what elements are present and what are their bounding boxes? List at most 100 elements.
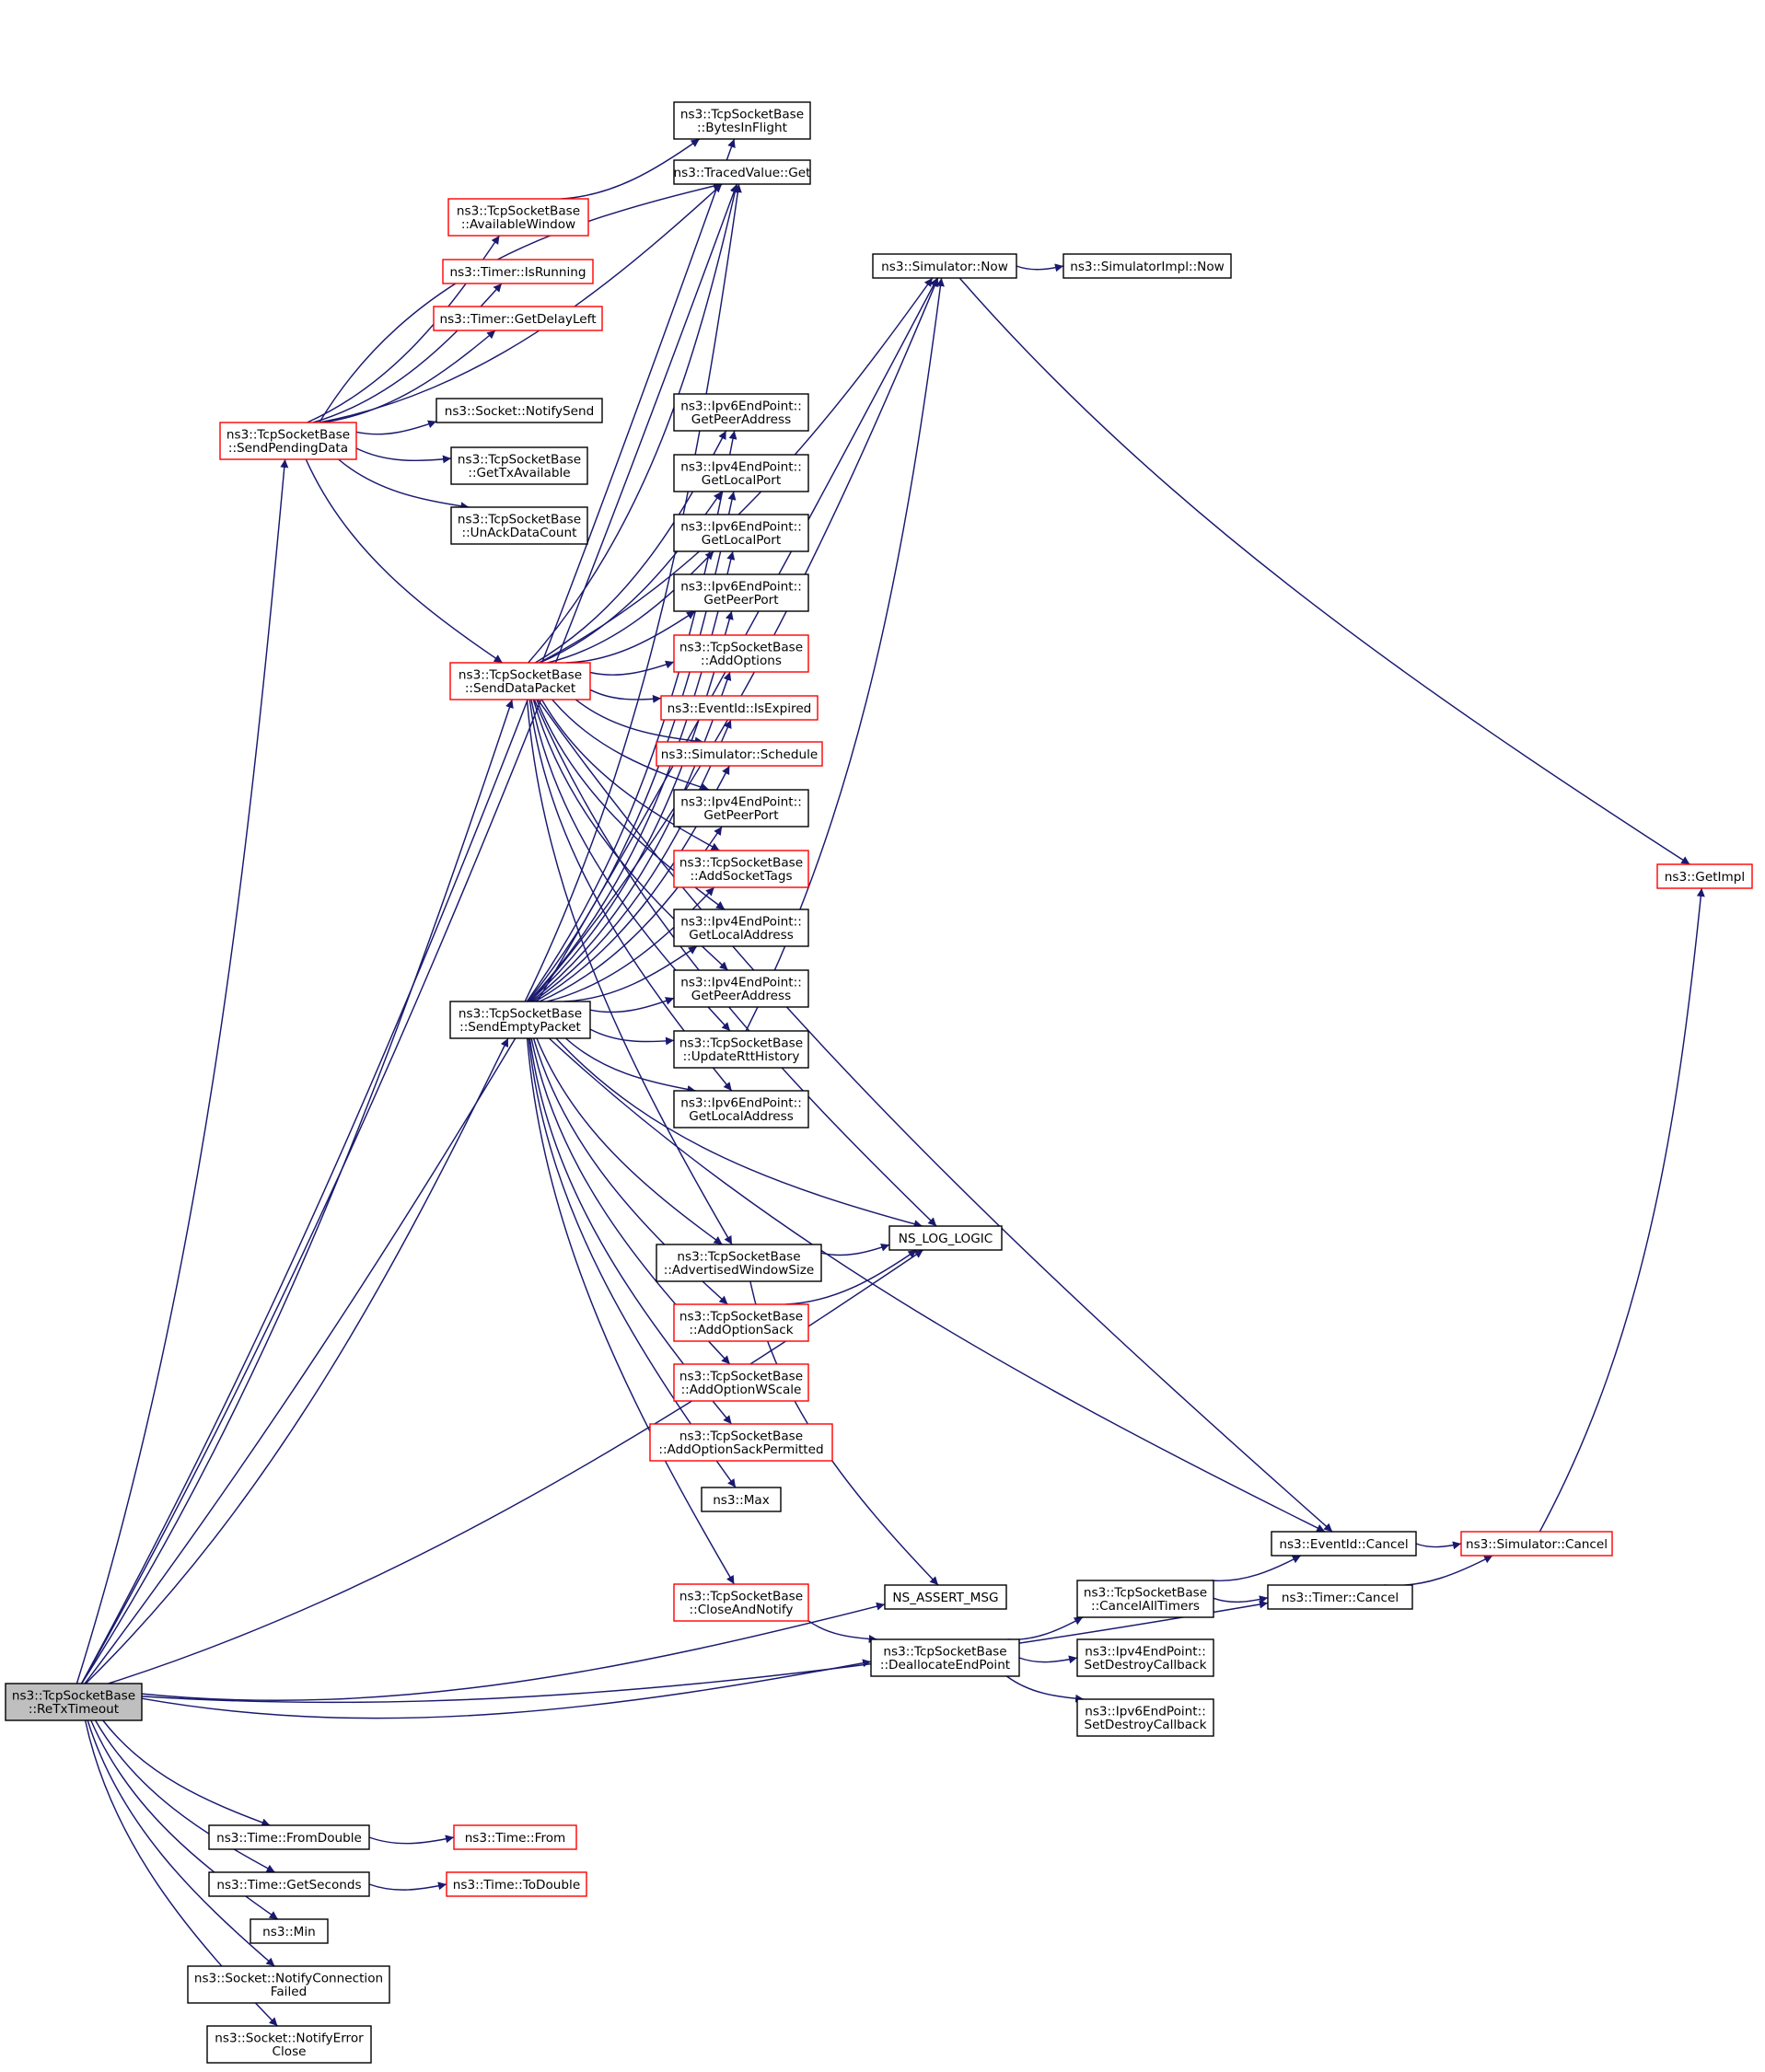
edge-retx-to-fromdouble: [102, 1719, 271, 1827]
node-label: ::CloseAndNotify: [690, 1603, 794, 1617]
edge-retx-to-nsassert: [141, 1602, 886, 1701]
node-isrunning[interactable]: ns3::Timer::IsRunning: [442, 259, 594, 284]
edge-senddata-to-tracedget: [528, 183, 739, 664]
node-todouble[interactable]: ns3::Time::ToDouble: [446, 1871, 587, 1897]
node-addsockettags[interactable]: ns3::TcpSocketBase::AddSocketTags: [673, 850, 809, 888]
node-getdelayleft[interactable]: ns3::Timer::GetDelayLeft: [433, 306, 603, 331]
node-label: ns3::Ipv4EndPoint::: [680, 460, 802, 475]
node-v6localport[interactable]: ns3::Ipv6EndPoint::GetLocalPort: [673, 514, 809, 552]
node-v4peeraddr[interactable]: ns3::Ipv4EndPoint::GetPeerAddress: [673, 969, 809, 1008]
node-label: ::AddSocketTags: [690, 869, 792, 884]
node-label: Failed: [271, 1985, 307, 1999]
node-availwin[interactable]: ns3::TcpSocketBase::AvailableWindow: [447, 198, 589, 237]
node-notifysend[interactable]: ns3::Socket::NotifySend: [435, 398, 603, 423]
node-senddata[interactable]: ns3::TcpSocketBase::SendDataPacket: [449, 662, 591, 700]
node-box: [673, 969, 809, 1008]
node-bytesinflight[interactable]: ns3::TcpSocketBase::BytesInFlight: [673, 101, 811, 140]
node-box: [656, 741, 823, 767]
edge-cancelall-to-eventcancel: [1211, 1555, 1302, 1582]
edge-eventcancel-to-simcancel: [1415, 1541, 1462, 1550]
edge-retx-to-timercancel: [141, 1600, 1269, 1704]
node-box: [447, 198, 589, 237]
node-box: [649, 1423, 833, 1462]
node-timercancel[interactable]: ns3::Timer::Cancel: [1267, 1584, 1413, 1610]
edge-dealloc-to-cancelall: [1007, 1616, 1084, 1640]
node-addoptwscale[interactable]: ns3::TcpSocketBase::AddOptionWScale: [673, 1363, 809, 1402]
node-getseconds[interactable]: ns3::Time::GetSeconds: [208, 1871, 370, 1897]
node-label: ns3::TcpSocketBase: [679, 1430, 803, 1444]
node-label: ns3::Ipv6EndPoint::: [680, 399, 802, 414]
node-box: [656, 1244, 822, 1282]
node-simcancel[interactable]: ns3::Simulator::Cancel: [1460, 1531, 1613, 1557]
node-isexpired[interactable]: ns3::EventId::IsExpired: [660, 695, 819, 721]
node-v6destroy[interactable]: ns3::Ipv6EndPoint::SetDestroyCallback: [1076, 1698, 1214, 1737]
node-retx[interactable]: ns3::TcpSocketBase::ReTxTimeout: [5, 1683, 143, 1721]
node-getimpl[interactable]: ns3::GetImpl: [1656, 863, 1753, 889]
edge-retx-to-sendempty: [85, 1037, 509, 1684]
node-label: ns3::TcpSocketBase: [680, 108, 804, 122]
edge-sendpending-to-senddata: [305, 458, 504, 664]
node-eventcancel[interactable]: ns3::EventId::Cancel: [1271, 1531, 1417, 1557]
node-addoptsack[interactable]: ns3::TcpSocketBase::AddOptionSack: [673, 1303, 809, 1342]
node-nsassert[interactable]: NS_ASSERT_MSG: [884, 1584, 1007, 1610]
node-nslog[interactable]: NS_LOG_LOGIC: [888, 1225, 1003, 1251]
node-label: ::AdvertisedWindowSize: [664, 1263, 815, 1278]
edge-sendempty-to-advwin: [536, 1037, 723, 1245]
node-box: [660, 695, 819, 721]
node-label: ::ReTxTimeout: [29, 1702, 119, 1717]
node-box: [888, 1225, 1003, 1251]
node-fromdouble[interactable]: ns3::Time::FromDouble: [208, 1824, 370, 1850]
edge-sendempty-to-tracedget: [524, 183, 742, 1002]
node-gettxavail[interactable]: ns3::TcpSocketBase::GetTxAvailable: [450, 446, 588, 485]
node-label: SetDestroyCallback: [1085, 1658, 1207, 1673]
node-label: ns3::TcpSocketBase: [457, 204, 580, 219]
node-label: ns3::Simulator::Schedule: [661, 747, 819, 762]
node-schedule[interactable]: ns3::Simulator::Schedule: [656, 741, 823, 767]
node-label: ns3::Simulator::Now: [881, 260, 1008, 274]
node-box: [1076, 1698, 1214, 1737]
node-v6localaddr[interactable]: ns3::Ipv6EndPoint::GetLocalAddress: [673, 1090, 809, 1129]
node-closenotify[interactable]: ns3::TcpSocketBase::CloseAndNotify: [673, 1583, 809, 1622]
node-timefrom[interactable]: ns3::Time::From: [453, 1824, 577, 1850]
node-label: ns3::Ipv6EndPoint::: [1085, 1705, 1206, 1719]
edge-timercancel-to-simcancel: [1384, 1555, 1493, 1587]
node-v4peerport[interactable]: ns3::Ipv4EndPoint::GetPeerPort: [673, 789, 809, 828]
node-v4localaddr[interactable]: ns3::Ipv4EndPoint::GetLocalAddress: [673, 909, 809, 947]
node-label: ns3::TcpSocketBase: [883, 1645, 1006, 1660]
node-max[interactable]: ns3::Max: [701, 1487, 782, 1512]
node-v4destroy[interactable]: ns3::Ipv4EndPoint::SetDestroyCallback: [1076, 1638, 1214, 1677]
node-dealloc[interactable]: ns3::TcpSocketBase::DeallocateEndPoint: [870, 1638, 1020, 1677]
node-advwin[interactable]: ns3::TcpSocketBase::AdvertisedWindowSize: [656, 1244, 822, 1282]
node-addoptsackperm[interactable]: ns3::TcpSocketBase::AddOptionSackPermitt…: [649, 1423, 833, 1462]
node-label: ns3::TcpSocketBase: [12, 1689, 135, 1704]
node-label: ns3::EventId::IsExpired: [668, 701, 812, 716]
node-v6peerport[interactable]: ns3::Ipv6EndPoint::GetPeerPort: [673, 573, 809, 612]
node-box: [673, 789, 809, 828]
node-label: ::GetTxAvailable: [468, 466, 570, 480]
node-v4localport[interactable]: ns3::Ipv4EndPoint::GetLocalPort: [673, 454, 809, 492]
node-box: [884, 1584, 1007, 1610]
edge-sendempty-to-addoptions: [530, 671, 732, 1002]
node-simnow[interactable]: ns3::Simulator::Now: [872, 253, 1017, 279]
node-simimplnow[interactable]: ns3::SimulatorImpl::Now: [1062, 253, 1232, 279]
edge-sendempty-to-v6localaddr: [565, 1037, 696, 1094]
node-updatertt[interactable]: ns3::TcpSocketBase::UpdateRttHistory: [673, 1030, 809, 1069]
node-label: SetDestroyCallback: [1085, 1718, 1207, 1732]
edge-senddata-to-addsockettags: [540, 699, 720, 851]
node-unackdata[interactable]: ns3::TcpSocketBase::UnAckDataCount: [450, 506, 588, 545]
node-box: [701, 1487, 782, 1512]
node-tracedget[interactable]: ns3::TracedValue::Get: [673, 159, 811, 185]
node-v6peeraddr[interactable]: ns3::Ipv6EndPoint::GetPeerAddress: [673, 393, 809, 432]
node-box: [1271, 1531, 1417, 1557]
edge-retx-to-sendpending: [75, 458, 289, 1684]
node-sendpending[interactable]: ns3::TcpSocketBase::SendPendingData: [219, 422, 357, 460]
node-box: [673, 909, 809, 947]
node-cancelall[interactable]: ns3::TcpSocketBase::CancelAllTimers: [1076, 1580, 1214, 1618]
edge-cancelall-to-timercancel: [1213, 1595, 1269, 1604]
nodes-layer: ns3::TcpSocketBase::ReTxTimeoutns3::TcpS…: [5, 101, 1753, 2064]
node-min[interactable]: ns3::Min: [250, 1918, 329, 1944]
node-addoptions[interactable]: ns3::TcpSocketBase::AddOptions: [673, 634, 809, 673]
node-sendempty[interactable]: ns3::TcpSocketBase::SendEmptyPacket: [449, 1001, 591, 1039]
